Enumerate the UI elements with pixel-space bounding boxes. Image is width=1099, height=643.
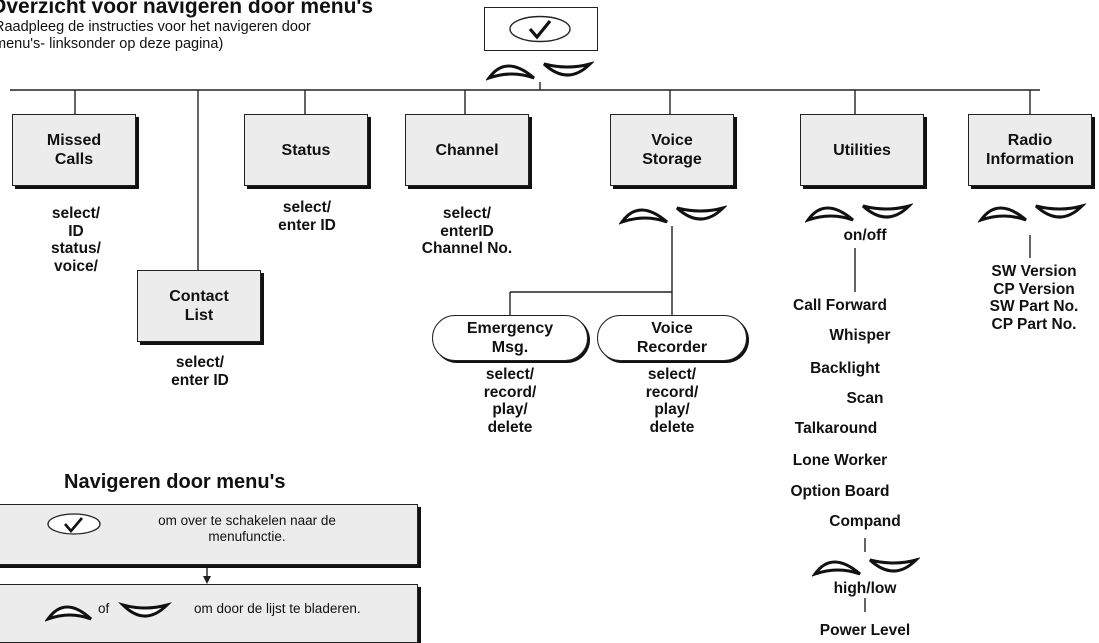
radio-info-scroll-icons [978,203,1086,223]
utilities-item-scan: Scan [846,390,884,407]
radio-information-menu[interactable]: Radio Information [968,114,1092,186]
power-level-label: Power Level [819,622,911,639]
utilities-item-compand: Compand [829,513,901,530]
utilities-item-whisper: Whisper [829,327,891,344]
utilities-item-call-forward: Call Forward [793,297,887,314]
emergency-msg-actions: select/ record/ play/ delete [483,366,537,436]
utilities-item-talkaround: Talkaround [794,420,878,437]
missed-calls-menu[interactable]: Missed Calls [12,114,136,186]
missed-calls-actions: select/ ID status/ voice/ [51,205,101,275]
checkmark-oval-icon [47,513,101,535]
nav-step2-text: om door de lijst te bladeren. [194,601,361,616]
checkmark-oval-icon [509,15,571,43]
status-menu[interactable]: Status [244,114,368,186]
utilities-scroll-icons [805,203,913,223]
level-toggle-label: high/low [833,580,897,597]
scroll-up-down-icons [45,602,173,622]
nav-step2-box: of om door de lijst te bladeren. [0,584,418,643]
contact-list-actions: select/ enter ID [171,354,229,389]
nav-step1-text: om over te schakelen naar de menufunctie… [158,513,336,544]
utilities-item-backlight: Backlight [810,360,880,377]
utilities-menu[interactable]: Utilities [800,114,924,186]
nav-heading: Navigeren door menu's [64,471,286,493]
top-scroll-icons [486,61,594,81]
select-key-box [484,7,598,51]
channel-actions: select/ enterID Channel No. [421,205,513,257]
voice-storage-scroll-icons [619,205,727,225]
nav-step1-box: om over te schakelen naar de menufunctie… [0,504,418,565]
page-title: Overzicht voor navigeren door menu's [0,0,374,18]
nav-or-text: of [98,601,110,616]
radio-information-items: SW Version CP Version SW Part No. CP Par… [989,263,1079,333]
voice-recorder-menu[interactable]: Voice Recorder [597,315,747,361]
voice-recorder-actions: select/ record/ play/ delete [645,366,699,436]
utilities-toggle-label: on/off [843,227,887,244]
page-subtitle: Raadpleeg de instructies voor het navige… [0,19,311,52]
voice-storage-menu[interactable]: Voice Storage [610,114,734,186]
utilities-item-lone-worker: Lone Worker [792,452,888,469]
contact-list-menu[interactable]: Contact List [137,270,261,342]
channel-menu[interactable]: Channel [405,114,529,186]
status-actions: select/ enter ID [278,199,336,234]
emergency-msg-menu[interactable]: Emergency Msg. [432,315,588,361]
level-scroll-icons [812,557,920,577]
utilities-item-option-board: Option Board [790,483,890,500]
